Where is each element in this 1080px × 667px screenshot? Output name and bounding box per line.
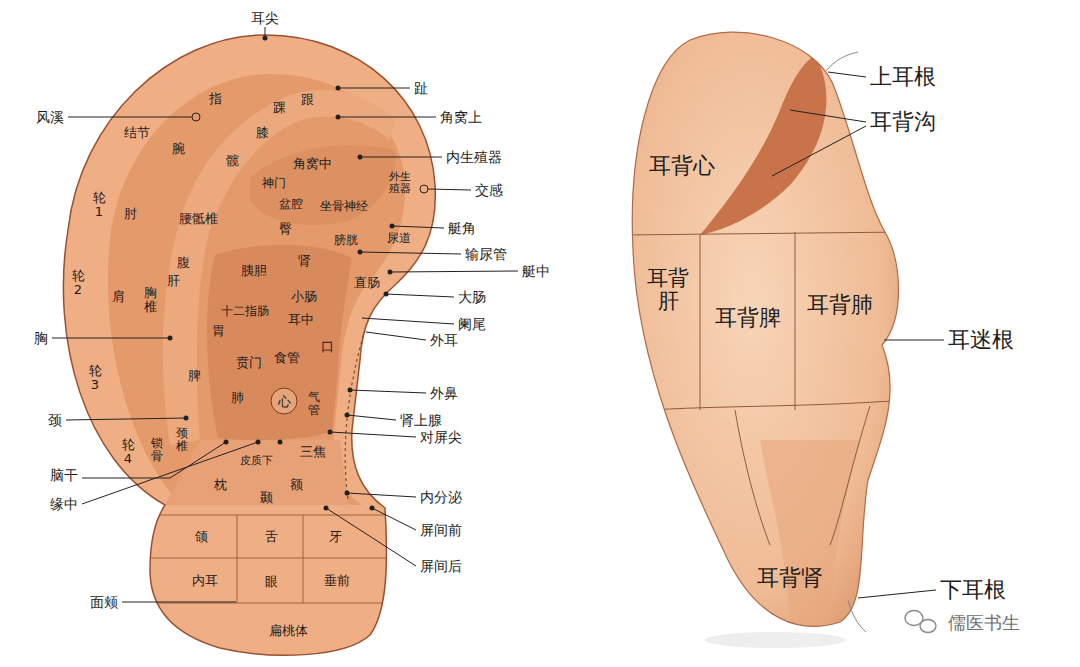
ear-point-label: 肘: [124, 207, 137, 220]
ear-point-label: 输尿管: [465, 247, 507, 261]
ear-point-label: 颈: [48, 413, 62, 427]
ear-point-label: 胰胆: [241, 264, 267, 277]
ear-point-label: 角窝上: [440, 110, 482, 124]
ear-point-label: 肾: [298, 254, 311, 267]
ear-point-label: 膝: [256, 126, 269, 139]
ear-point-label: 内耳: [192, 574, 218, 587]
ear-point-label: 直肠: [354, 276, 380, 289]
ear-point-label: 大肠: [458, 290, 486, 304]
ear-point-label: 肩: [112, 290, 125, 303]
ear-point-label: 额: [290, 478, 303, 491]
ear-point-label: 耳背肺: [807, 294, 873, 316]
ear-point-label: 眼: [265, 575, 278, 588]
ear-point-label: 外鼻: [430, 386, 458, 400]
ear-point-label: 阑尾: [458, 317, 486, 331]
ear-point-label: 交感: [475, 183, 503, 197]
ear-point-label: 髋: [226, 154, 239, 167]
ear-point-label: 神门: [262, 177, 286, 189]
ear-point-label: 尿道: [387, 232, 411, 244]
ear-point-label: 枕: [214, 478, 227, 491]
ear-point-label: 下耳根: [940, 579, 1006, 601]
ear-point-label: 耳尖: [251, 11, 279, 25]
ear-point-label: 趾: [414, 81, 428, 95]
ear-point-label: 轮1: [93, 191, 106, 220]
ear-point-label: 耳背心: [649, 155, 715, 177]
ear-point-label: 扁桃体: [269, 624, 308, 637]
ear-point-label: 腰骶椎: [179, 212, 218, 225]
ear-point-label: 气管: [308, 391, 320, 417]
ear-point-label: 胸: [34, 331, 48, 345]
ear-point-label: 角窝中: [293, 157, 332, 170]
ear-point-label: 耳背肾: [757, 567, 823, 589]
ear-point-label: 贲门: [236, 356, 262, 369]
ear-point-label: 牙: [329, 530, 342, 543]
ear-point-label: 内分泌: [420, 490, 462, 504]
ear-point-label: 耳迷根: [948, 329, 1014, 351]
ear-point-label: 脑干: [50, 468, 78, 482]
ear-point-label: 面颊: [90, 595, 118, 609]
ear-point-label: 跟: [301, 93, 314, 106]
ear-point-label: 艇中: [522, 264, 550, 278]
ear-point-label: 耳背沟: [870, 111, 936, 133]
ear-point-label: 颞: [260, 491, 273, 504]
ear-point-label: 口: [321, 340, 334, 353]
ear-point-label: 三焦: [300, 445, 326, 458]
ear-point-label: 颈椎: [176, 427, 188, 453]
ear-point-label: 缘中: [50, 497, 78, 511]
ear-point-label: 盆腔: [279, 198, 303, 210]
ear-point-label: 脾: [188, 369, 201, 382]
ear-point-label: 舌: [265, 530, 278, 543]
ear-point-label: 轮3: [89, 364, 102, 393]
ear-point-label: 轮2: [72, 269, 85, 298]
ear-point-label: 十二指肠: [221, 305, 269, 317]
watermark: 儒医书生: [948, 614, 1020, 632]
ear-point-label: 颌: [195, 530, 208, 543]
ear-point-label: 垂前: [324, 574, 350, 587]
ear-point-label: 外耳: [430, 333, 458, 347]
ear-point-label: 腕: [172, 142, 185, 155]
ear-point-label: 食管: [274, 351, 300, 364]
ear-point-label: 耳背肝: [647, 267, 689, 313]
ear-point-label: 踝: [273, 101, 286, 114]
ear-point-label: 肾上腺: [400, 413, 442, 427]
ear-point-label: 坐骨神经: [320, 200, 368, 212]
ear-point-label: 外生殖器: [389, 171, 411, 195]
ear-point-label: 膀胱: [334, 234, 358, 246]
ear-point-label: 轮4: [122, 438, 135, 467]
ear-point-label: 锁骨: [151, 437, 163, 463]
ear-point-label: 结节: [124, 126, 150, 139]
ear-point-label: 指: [209, 92, 222, 105]
ear-point-label: 皮质下: [240, 455, 273, 466]
ear-point-label: 上耳根: [870, 66, 936, 88]
ear-point-label: 艇角: [448, 221, 476, 235]
ear-point-label: 屏间后: [420, 559, 462, 573]
ear-point-label: 胃: [212, 324, 225, 337]
ear-point-label: 对屏尖: [420, 430, 462, 444]
ear-point-label: 屏间前: [420, 523, 462, 537]
ear-point-label: 小肠: [291, 290, 317, 303]
ear-point-label: 风溪: [36, 110, 64, 124]
ear-point-label: 耳中: [288, 313, 314, 326]
ear-point-label: 心: [278, 395, 291, 408]
ear-point-label: 耳背脾: [715, 307, 781, 329]
ear-point-label: 臀: [279, 222, 292, 235]
ear-point-label: 腹: [177, 256, 190, 269]
ear-point-label: 内生殖器: [446, 150, 502, 164]
ear-point-label: 肝: [167, 274, 180, 287]
ear-point-label: 胸椎: [144, 286, 157, 315]
ear-point-label: 肺: [231, 391, 244, 404]
